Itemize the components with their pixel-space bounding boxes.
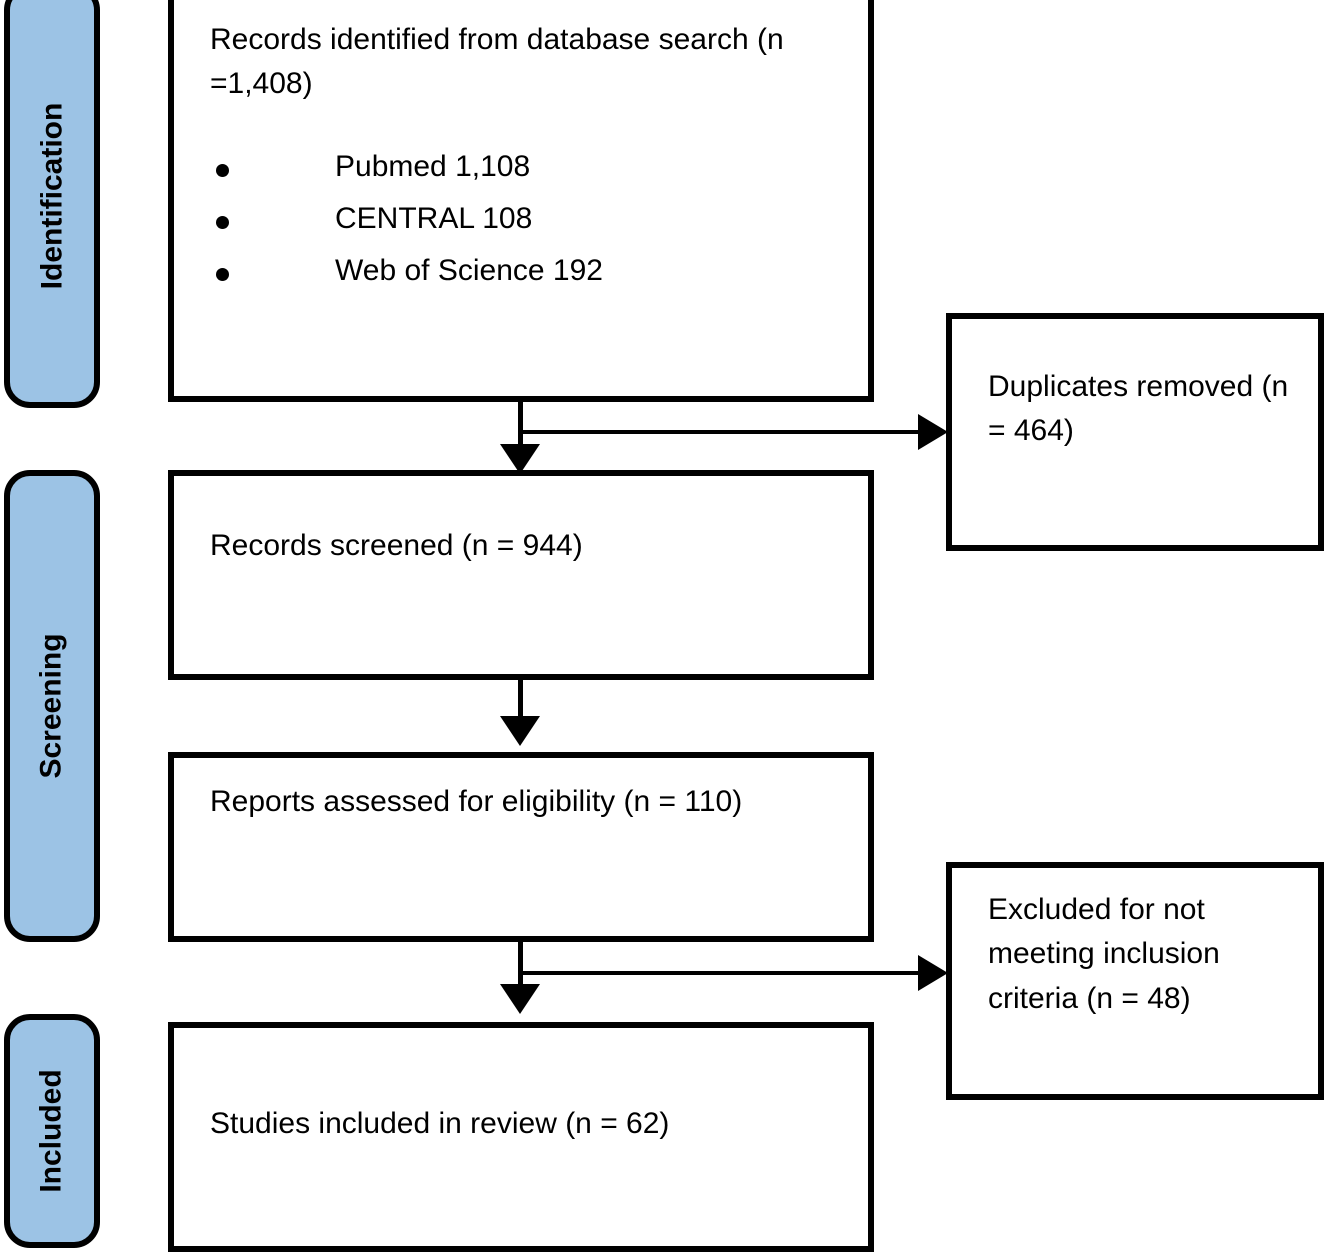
connector-line-assessed-to-included xyxy=(518,942,523,998)
box-excluded-not-meeting-criteria: Excluded for not meeting inclusion crite… xyxy=(946,862,1324,1100)
arrow-right-icon-to-excluded xyxy=(918,955,948,991)
stage-pill-included: Included xyxy=(4,1014,100,1248)
box-duplicates-removed-text: Duplicates removed (n = 464) xyxy=(988,370,1289,448)
box-records-identified-text: Records identified from database search … xyxy=(210,23,784,101)
stage-pill-identification: Identification xyxy=(4,0,100,408)
box-excluded-text: Excluded for not meeting inclusion crite… xyxy=(988,893,1220,1015)
box-studies-included: Studies included in review (n = 62) xyxy=(168,1022,874,1252)
stage-label-screening: Screening xyxy=(35,633,68,779)
box-studies-included-text: Studies included in review (n = 62) xyxy=(210,1107,670,1140)
arrow-down-icon-to-assessed xyxy=(500,716,540,746)
list-item: Web of Science 192 xyxy=(210,256,830,308)
box-reports-assessed: Reports assessed for eligibility (n = 11… xyxy=(168,752,874,942)
connector-line-to-excluded xyxy=(518,971,928,975)
box-duplicates-removed: Duplicates removed (n = 464) xyxy=(946,313,1324,551)
source-label-central: CENTRAL 108 xyxy=(335,202,533,235)
box-reports-assessed-text: Reports assessed for eligibility (n = 11… xyxy=(210,785,743,818)
stage-label-identification: Identification xyxy=(35,102,69,290)
arrow-down-icon-to-included xyxy=(500,984,540,1014)
arrow-down-icon-to-screened xyxy=(500,444,540,474)
bullet-icon xyxy=(216,164,229,177)
list-item: Pubmed 1,108 xyxy=(210,152,830,204)
bullet-icon xyxy=(216,216,229,229)
box-records-screened: Records screened (n = 944) xyxy=(168,470,874,680)
connector-line-to-duplicates xyxy=(518,430,928,434)
source-label-web-of-science: Web of Science 192 xyxy=(335,254,603,287)
list-item: CENTRAL 108 xyxy=(210,204,830,256)
database-source-list: Pubmed 1,108 CENTRAL 108 Web of Science … xyxy=(210,152,830,308)
bullet-icon xyxy=(216,268,229,281)
arrow-right-icon-to-duplicates xyxy=(918,414,948,450)
stage-pill-screening: Screening xyxy=(4,470,100,942)
stage-label-included: Included xyxy=(35,1069,68,1193)
box-records-screened-text: Records screened (n = 944) xyxy=(210,529,583,562)
box-records-identified: Records identified from database search … xyxy=(168,0,874,402)
source-label-pubmed: Pubmed 1,108 xyxy=(335,150,531,183)
connector-line-screened-to-assessed xyxy=(518,680,523,724)
